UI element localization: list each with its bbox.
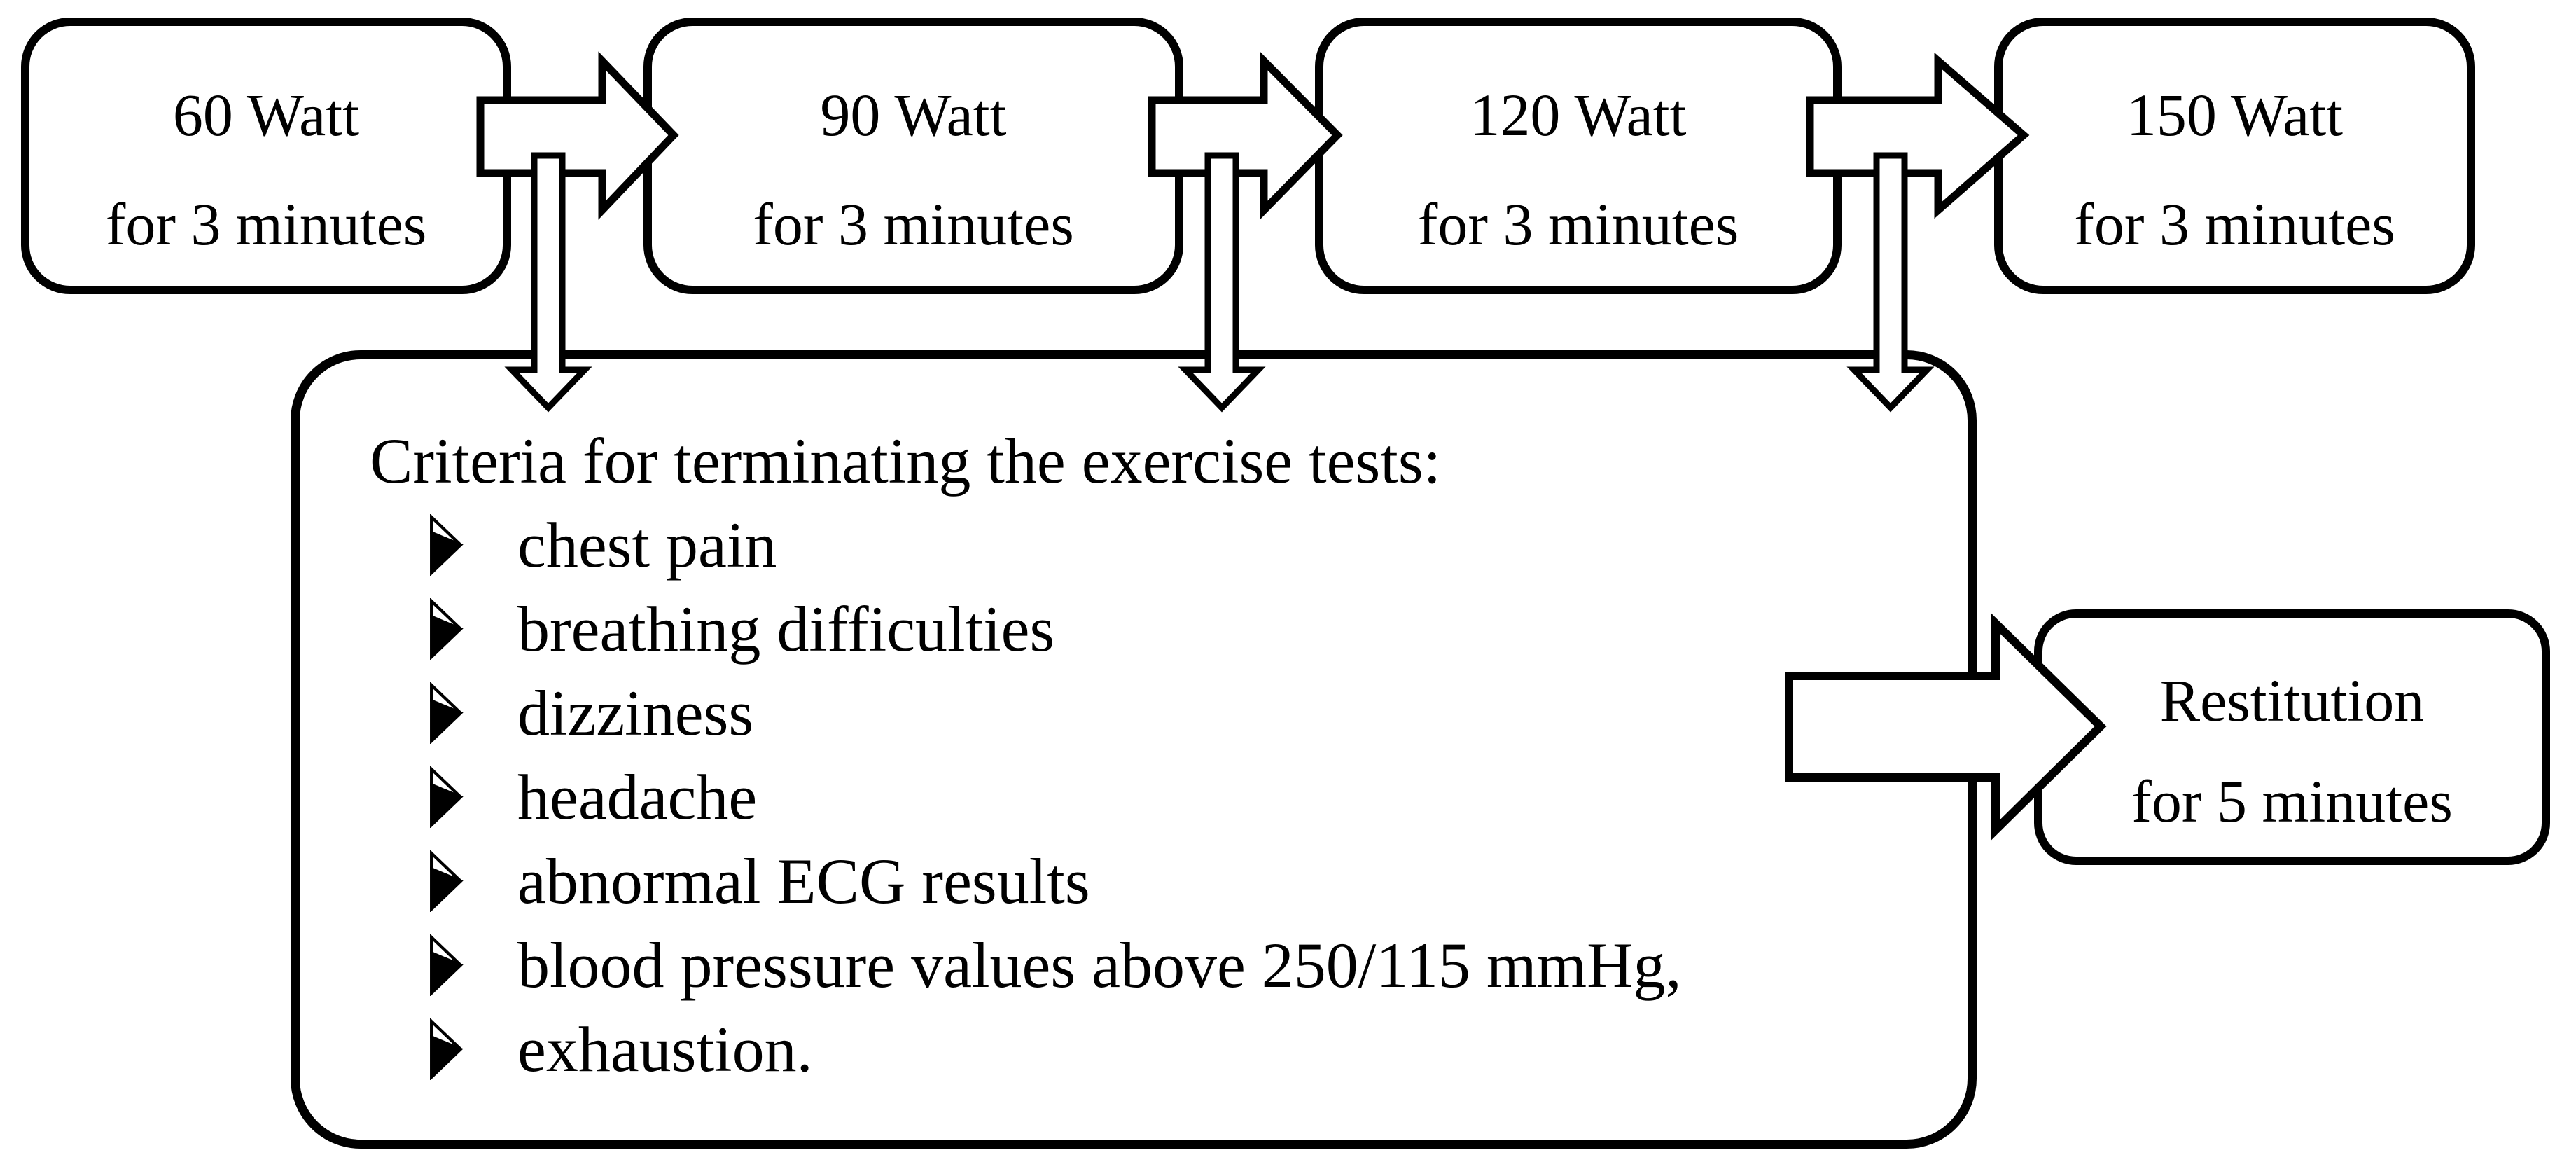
- stage-watt-label: 60 Watt: [172, 81, 360, 149]
- list-arrowhead-icon: [430, 934, 464, 996]
- restitution-box: Restitution for 5 minutes: [2034, 609, 2550, 865]
- stage-duration-label: for 3 minutes: [1417, 191, 1739, 258]
- list-arrowhead-icon: [430, 850, 464, 912]
- block-arrow-right-icon-3: [1806, 52, 2030, 219]
- list-arrowhead-icon: [430, 514, 464, 576]
- item-label: abnormal ECG results: [517, 845, 1090, 917]
- stage-duration-label: for 3 minutes: [2074, 191, 2395, 258]
- stage-watt-label: 120 Watt: [1470, 81, 1687, 149]
- stage-watt-label: 90 Watt: [820, 81, 1007, 149]
- item-label: blood pressure values above 250/115 mmHg…: [517, 929, 1682, 1001]
- stage-box-150-watt: 150 Watt for 3 minutes: [1994, 18, 2475, 294]
- criteria-list: chest pain breathing difficulties dizzin…: [370, 503, 1940, 1091]
- list-item: exhaustion.: [428, 1007, 1940, 1091]
- item-label: breathing difficulties: [517, 593, 1055, 665]
- list-item: breathing difficulties: [428, 587, 1940, 671]
- item-label: headache: [517, 761, 758, 833]
- criteria-content: Criteria for terminating the exercise te…: [370, 419, 1940, 1091]
- stage-box-60-watt: 60 Watt for 3 minutes: [21, 18, 511, 294]
- list-item: chest pain: [428, 503, 1940, 587]
- stage-duration-label: for 3 minutes: [105, 191, 427, 258]
- list-arrowhead-icon: [430, 766, 464, 828]
- list-item: headache: [428, 755, 1940, 839]
- criteria-box: Criteria for terminating the exercise te…: [291, 350, 1977, 1149]
- list-arrowhead-icon: [430, 1018, 464, 1080]
- item-label: exhaustion.: [517, 1014, 813, 1085]
- list-arrowhead-icon: [430, 682, 464, 744]
- stage-box-90-watt: 90 Watt for 3 minutes: [643, 18, 1183, 294]
- list-item: abnormal ECG results: [428, 839, 1940, 923]
- item-label: dizziness: [517, 677, 754, 749]
- list-arrowhead-icon: [430, 598, 464, 660]
- restitution-label: Restitution: [2159, 667, 2425, 735]
- stage-watt-label: 150 Watt: [2126, 81, 2344, 149]
- stage-duration-label: for 3 minutes: [753, 191, 1074, 258]
- restitution-duration-label: for 5 minutes: [2131, 768, 2453, 835]
- criteria-title: Criteria for terminating the exercise te…: [370, 425, 1442, 497]
- item-label: chest pain: [517, 509, 777, 581]
- list-item: blood pressure values above 250/115 mmHg…: [428, 923, 1940, 1007]
- stage-box-120-watt: 120 Watt for 3 minutes: [1315, 18, 1842, 294]
- list-item: dizziness: [428, 671, 1940, 755]
